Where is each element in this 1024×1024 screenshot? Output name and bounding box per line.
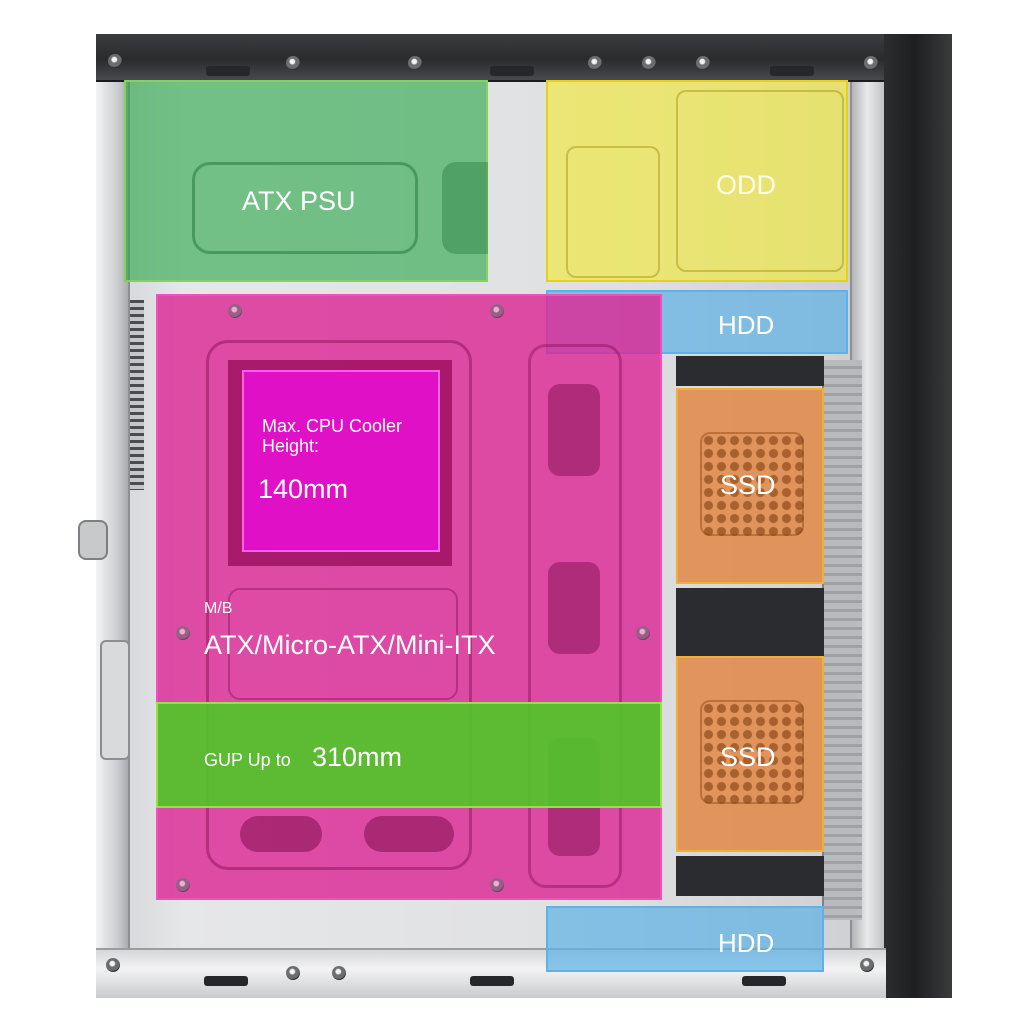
drive-bay-gap: [676, 856, 824, 896]
hdd-bottom-label: HDD: [718, 928, 775, 958]
psu-mount-outline: [192, 162, 418, 254]
screw-icon: [408, 56, 422, 70]
vent-slot: [742, 976, 786, 986]
screw-icon: [636, 626, 650, 640]
cable-cutout: [548, 562, 600, 654]
chassis-front-panel: [884, 34, 952, 998]
drive-bay-gap: [676, 588, 824, 658]
ssd-vent-holes: [700, 432, 804, 536]
hdd-top-label: HDD: [718, 310, 775, 340]
screw-icon: [490, 878, 504, 892]
vent-slot: [204, 976, 248, 986]
screw-icon: [106, 958, 120, 972]
screw-icon: [588, 56, 602, 70]
ssd-upper-zone: [676, 388, 824, 584]
odd-bracket-right: [676, 90, 844, 272]
vent-slot: [770, 66, 814, 76]
screw-icon: [176, 626, 190, 640]
motherboard-value: ATX/Micro-ATX/Mini-ITX: [204, 630, 496, 660]
screw-icon: [286, 966, 300, 980]
motherboard-label: M/B: [204, 600, 233, 617]
ssd-vent-holes: [700, 700, 804, 804]
cable-cutout: [548, 384, 600, 476]
drive-bay-gap: [676, 356, 824, 386]
screw-icon: [490, 304, 504, 318]
ssd-upper-label: SSD: [720, 470, 776, 500]
screw-icon: [642, 56, 656, 70]
screw-icon: [864, 56, 878, 70]
cpu-cooler-value: 140mm: [258, 474, 349, 504]
hdd-bottom-zone: [546, 906, 824, 972]
screw-icon: [228, 304, 242, 318]
drive-cage-vent: [822, 360, 862, 920]
psu-label: ATX PSU: [242, 186, 356, 216]
screw-icon: [696, 56, 710, 70]
gpu-zone: [156, 702, 662, 808]
vent-slot: [206, 66, 250, 76]
motherboard-tray-outline: [206, 340, 472, 870]
vent-slot: [490, 66, 534, 76]
screw-icon: [286, 56, 300, 70]
padlock-tab: [78, 520, 108, 560]
screw-icon: [332, 966, 346, 980]
cable-cutout: [364, 816, 454, 852]
psu-mount-cutout: [442, 162, 488, 254]
cpu-cooler-label: Max. CPU Cooler Height:: [262, 416, 403, 456]
cable-management-rail: [528, 344, 622, 888]
gpu-value: 310mm: [312, 742, 403, 772]
ssd-lower-zone: [676, 656, 824, 852]
motherboard-tray-panel: [228, 588, 458, 700]
cable-cutout: [240, 816, 322, 852]
odd-bracket-left: [566, 146, 660, 278]
cpu-cooler-zone: [242, 370, 440, 552]
psu-zone: [124, 80, 488, 282]
expansion-bracket: [100, 640, 130, 760]
screw-icon: [108, 54, 122, 68]
gpu-label: GUP Up to: [204, 750, 291, 770]
odd-zone: [546, 80, 848, 282]
chassis-left-vent: [130, 300, 144, 490]
screw-icon: [176, 878, 190, 892]
odd-label: ODD: [716, 170, 776, 200]
vent-slot: [470, 976, 514, 986]
ssd-lower-label: SSD: [720, 742, 776, 772]
screw-icon: [860, 958, 874, 972]
